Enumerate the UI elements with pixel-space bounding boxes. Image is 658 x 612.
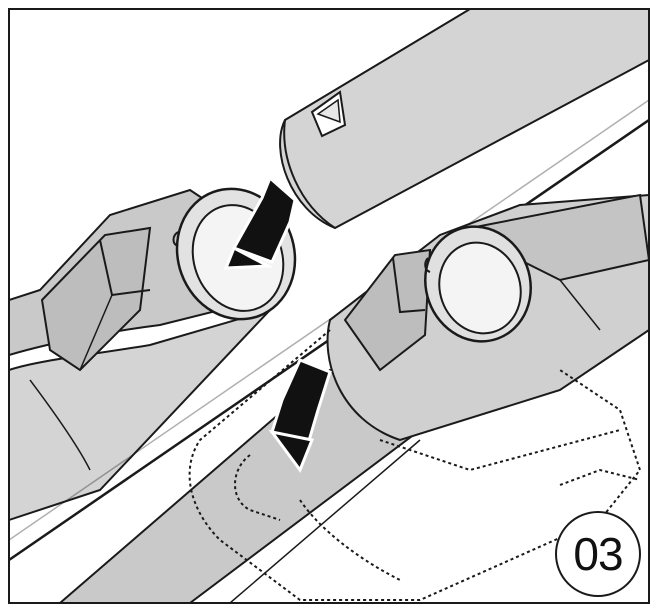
push-arrow-icon — [223, 175, 297, 270]
step-badge — [555, 511, 641, 597]
dotted-nozzle-outline — [188, 329, 642, 601]
lower-extension-tube — [58, 368, 422, 603]
floor-head-piece — [326, 193, 649, 442]
step-number: 03 — [573, 528, 623, 580]
figure-frame — [8, 8, 650, 604]
push-arrow-icon — [268, 358, 332, 474]
release-button — [40, 226, 152, 372]
upper-extension-tube — [279, 9, 649, 230]
